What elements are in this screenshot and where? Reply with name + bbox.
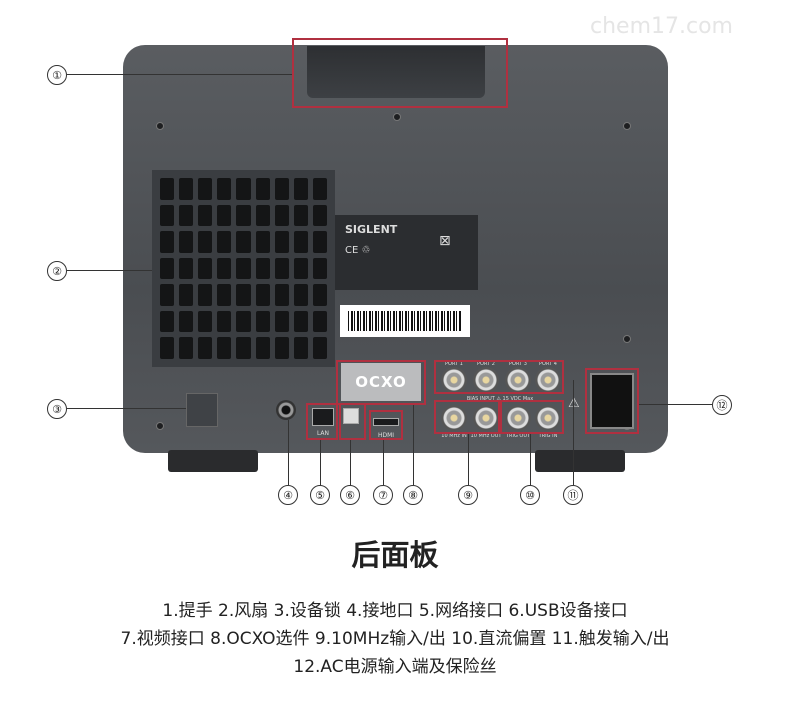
callout-7: ⑦ [373,485,393,505]
leader-line [639,404,712,405]
label-plate: SIGLENT CE ♲ ⊠ [335,215,478,290]
leader-line [573,380,574,485]
screw [623,335,631,343]
callout-8: ⑧ [403,485,423,505]
leader-line [413,405,414,485]
weee-icon: ⊠ [439,233,451,249]
barcode [340,305,470,337]
brand-logo: SIGLENT [345,223,398,236]
foot [535,450,625,472]
port2-bnc[interactable] [473,367,499,393]
leader-line [383,440,384,485]
screw [393,113,401,121]
callout-6: ⑥ [340,485,360,505]
hdmi-highlight [369,410,403,440]
callout-5: ⑤ [310,485,330,505]
callout-3: ③ [47,399,67,419]
bias-label: BIAS INPUT ⚠ 15 VDC Max [466,396,534,402]
trigger-highlight [500,400,564,434]
handle-highlight [292,38,508,108]
handle [307,46,485,98]
trig-out-bnc[interactable] [505,405,531,431]
bnc-label: 10 MHz IN [441,433,467,439]
leader-line [530,434,531,485]
port-label: PORT 1 [445,361,463,367]
caption-line-3: 12.AC电源输入端及保险丝 [293,657,497,677]
leader-line [320,440,321,485]
callout-1: ① [47,65,67,85]
lock-slot[interactable] [186,393,218,427]
leader-line [468,434,469,485]
screw [156,422,164,430]
hdmi-port[interactable] [373,418,399,426]
bnc-label: TRIG OUT [505,433,531,439]
fan-grille [152,170,335,367]
lan-port[interactable] [312,408,334,426]
callout-2: ② [47,261,67,281]
leader-line [67,408,186,409]
usb-device-port[interactable] [343,408,359,424]
hdmi-label: HDMI [377,432,395,439]
leader-line [67,74,292,75]
trig-in-bnc[interactable] [535,405,561,431]
10mhz-in-bnc[interactable] [441,405,467,431]
screw [156,122,164,130]
callout-10: ⑩ [520,485,540,505]
bnc-label: 10 MHz OUT [470,433,502,439]
foot [168,450,258,472]
watermark: chem17.com [590,14,733,39]
port1-bnc[interactable] [441,367,467,393]
port-label: PORT 3 [509,361,527,367]
leader-line [288,420,289,485]
caption-line-1: 1.提手 2.风扇 3.设备锁 4.接地口 5.网络接口 6.USB设备接口 [162,601,628,621]
lan-label: LAN [316,430,330,437]
port3-bnc[interactable] [505,367,531,393]
ocxo-highlight [336,360,426,405]
ground-terminal[interactable] [276,400,296,420]
callout-4: ④ [278,485,298,505]
ocxo-slot: OCXO [341,363,421,401]
callout-11: ⑪ [563,485,583,505]
page-title: 后面板 [351,538,439,572]
port4-bnc[interactable] [535,367,561,393]
leader-line [350,440,351,485]
power-highlight [585,368,639,434]
dc-bias-highlight [434,360,564,394]
port-label: PORT 4 [539,361,557,367]
lan-highlight [306,403,338,440]
10mhz-out-bnc[interactable] [473,405,499,431]
screw [623,122,631,130]
ac-power-inlet[interactable] [590,373,634,429]
leader-line [67,270,152,271]
usb-highlight [339,403,366,440]
port-label: PORT 2 [477,361,495,367]
caption-line-2: 7.视频接口 8.OCXO选件 9.10MHz输入/出 10.直流偏置 11.触… [120,629,670,649]
10mhz-highlight [434,400,500,434]
bnc-label: TRIG IN [538,433,558,439]
callout-9: ⑨ [458,485,478,505]
callout-12: ⑫ [712,395,732,415]
ce-mark: CE ♲ [345,245,371,256]
